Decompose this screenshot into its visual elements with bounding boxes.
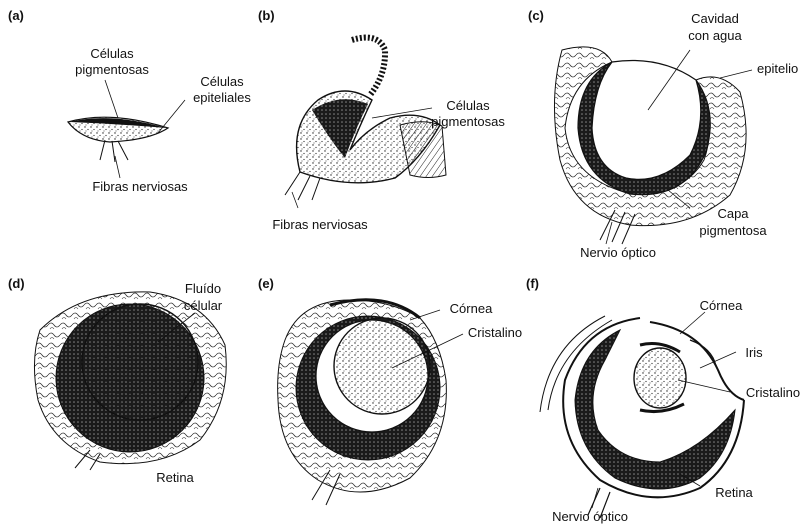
- panel-a-pigment-label-2: pigmentosas: [75, 62, 149, 77]
- panel-d: (d) Fluído célular Retina: [8, 276, 226, 485]
- panel-c-cavity-label-2: con agua: [688, 28, 742, 43]
- panel-f-iris-label: Iris: [745, 345, 763, 360]
- panel-a: (a) Células pigmentosas Células epitelia…: [8, 8, 251, 194]
- panel-e-lens-label: Cristalino: [468, 325, 522, 340]
- panel-f-optic-nerve-label: Nervio óptico: [552, 509, 628, 524]
- panel-b-letter: (b): [258, 8, 275, 23]
- panel-f-retina-label: Retina: [715, 485, 753, 500]
- panel-a-epithelial-label-1: Células: [200, 74, 244, 89]
- panel-d-fluid-sphere: [82, 304, 198, 420]
- panel-f-cornea-label: Córnea: [700, 298, 743, 313]
- panel-a-nerve-label: Fibras nerviosas: [92, 179, 188, 194]
- panel-e: (e) Córnea Cristalino: [258, 276, 522, 505]
- panel-a-pigment-label-1: Células: [90, 46, 134, 61]
- panel-a-epithelial-label-2: epiteliales: [193, 90, 251, 105]
- panel-b-nerve-label: Fibras nerviosas: [272, 217, 368, 232]
- panel-f: (f) Córnea Iris Cristalino Retina Nervio…: [526, 276, 800, 524]
- panel-f-lens: [634, 348, 686, 408]
- panel-d-letter: (d): [8, 276, 25, 291]
- panel-e-cornea-label: Córnea: [450, 301, 493, 316]
- panel-d-fluid-label-2: célular: [184, 298, 223, 313]
- panel-c-letter: (c): [528, 8, 544, 23]
- panel-b-pigment-label-1: Células: [446, 98, 490, 113]
- panel-c-optic-nerve-label: Nervio óptico: [580, 245, 656, 260]
- panel-f-lens-label: Cristalino: [746, 385, 800, 400]
- panel-d-fluid-label-1: Fluído: [185, 281, 221, 296]
- panel-a-letter: (a): [8, 8, 24, 23]
- panel-b: (b) Células pigmentosas Fibras nerviosas: [258, 8, 505, 232]
- panel-b-epithelium-strand: [352, 38, 385, 95]
- panel-c-layer-label-2: pigmentosa: [699, 223, 767, 238]
- panel-c: (c) Cavidad con agua epitelio Capa pigme…: [528, 8, 798, 260]
- panel-e-letter: (e): [258, 276, 274, 291]
- panel-e-lens: [334, 318, 430, 414]
- panel-c-layer-label-1: Capa: [717, 206, 749, 221]
- panel-d-retina-label: Retina: [156, 470, 194, 485]
- panel-f-letter: (f): [526, 276, 539, 291]
- panel-c-epithelium-label: epitelio: [757, 61, 798, 76]
- panel-c-cavity-label-1: Cavidad: [691, 11, 739, 26]
- panel-b-pigment-label-2: pigmentosas: [431, 114, 505, 129]
